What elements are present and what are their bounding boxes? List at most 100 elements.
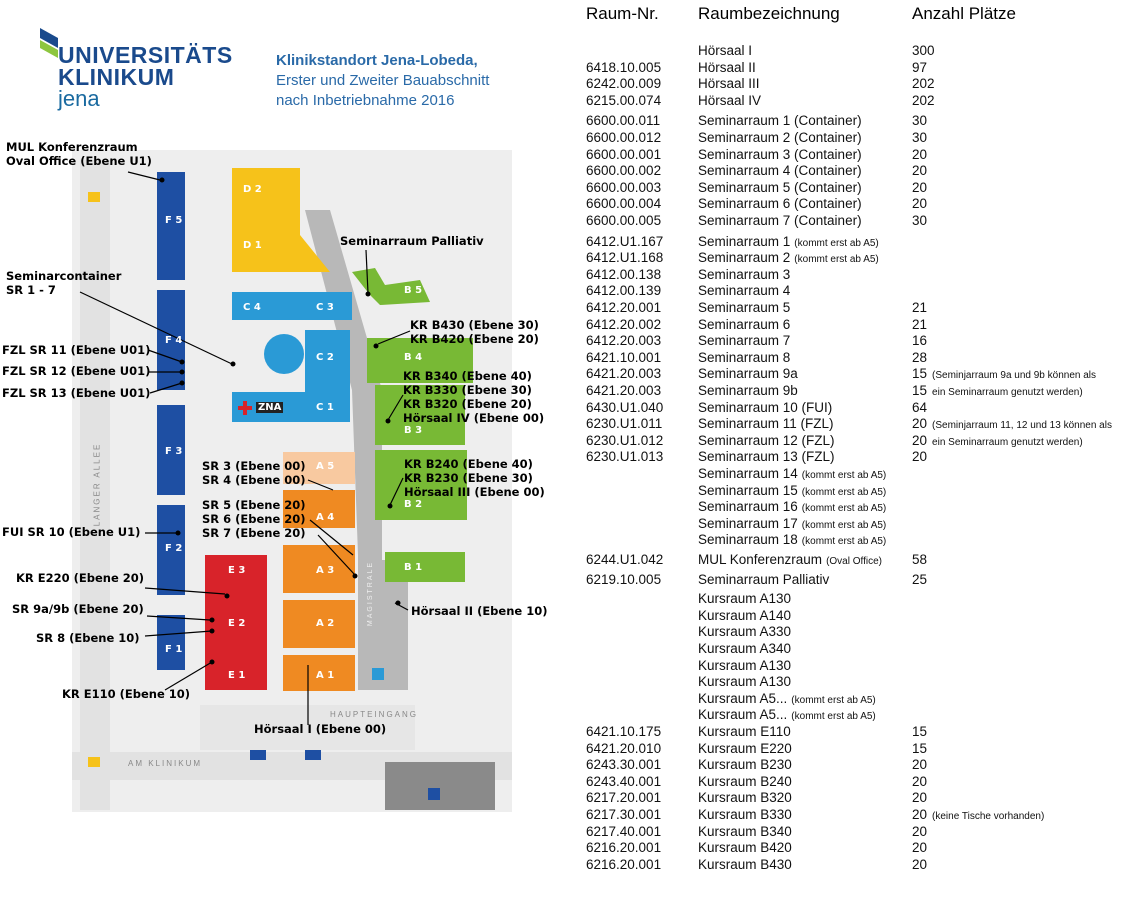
cell-name-text: Seminarraum 1 (698, 233, 791, 249)
cell-raumbezeichnung: Kursraum A130 (698, 674, 795, 692)
cell-raumbezeichnung: Kursraum B320 (698, 790, 796, 808)
cell-name-text: Seminarraum 3 (698, 266, 791, 282)
cell-name-text: Kursraum A130 (698, 591, 792, 607)
label-sr5: SR 5 (Ebene 20) SR 6 (Ebene 20) SR 7 (Eb… (202, 498, 306, 540)
subtitle-line3: nach Inbetriebnahme 2016 (276, 92, 455, 109)
badge-e3: E 3 (228, 565, 246, 576)
cell-anzahl-plaetze: 30 (912, 113, 932, 131)
cell-anzahl-plaetze (912, 283, 917, 301)
cell-anzahl-plaetze: 20 (912, 147, 932, 165)
logo-line3: jena (58, 86, 100, 111)
cell-anzahl-plaetze: 202 (912, 76, 940, 94)
cell-anzahl-plaetze (912, 532, 917, 550)
subtitle-line1: Klinikstandort Jena-Lobeda, (276, 52, 478, 69)
cross-icon (238, 401, 252, 415)
cell-raumbezeichnung: Seminarraum 15(kommt erst ab A5) (698, 483, 886, 501)
building-e (205, 555, 267, 690)
cell-seats-note: (keine Tische vorhanden) (932, 811, 1045, 822)
street-haupteingang: HAUPTEINGANG (330, 710, 419, 719)
cell-anzahl-plaetze (912, 250, 917, 268)
cell-name-note: (kommt erst ab A5) (791, 694, 876, 706)
table-row: Seminarraum 18(kommt erst ab A5) (586, 532, 1125, 548)
cell-seats-value: 20 (912, 196, 928, 212)
cell-seats-value: 202 (912, 76, 935, 92)
label-kr-b430: KR B430 (Ebene 30) KR B420 (Ebene 20) (410, 318, 539, 346)
cell-seats-value: 64 (912, 399, 928, 415)
cell-raum-nr: 6412.U1.168 (586, 250, 664, 266)
cell-raumbezeichnung: Seminarraum 3 (Container) (698, 147, 866, 165)
cell-name-text: Seminarraum 13 (FZL) (698, 449, 835, 465)
label-seminarcontainer: Seminarcontainer SR 1 - 7 (6, 269, 122, 297)
cell-raumbezeichnung: Seminarraum 3 (698, 267, 794, 285)
cell-name-text: Kursraum A330 (698, 624, 792, 640)
badge-a5: A 5 (316, 461, 335, 472)
label-palliativ: Seminarraum Palliativ (340, 234, 484, 248)
cell-raum-nr: 6421.10.175 (586, 724, 662, 739)
cell-raumbezeichnung: Hörsaal II (698, 60, 760, 78)
cell-name-text: Kursraum B340 (698, 823, 792, 839)
campus-map: F 5 F 4 F 3 F 2 F 1 D 2 D 1 C 4 C 3 C 2 … (2, 28, 547, 812)
cell-raum-nr: 6418.10.005 (586, 59, 662, 75)
cell-name-text: Seminarraum 6 (698, 316, 791, 332)
cell-anzahl-plaetze: 20 (912, 449, 932, 467)
badge-d2: D 2 (243, 184, 262, 195)
cell-name-text: Seminarraum 15 (698, 482, 798, 498)
cell-raumbezeichnung: Kursraum E110 (698, 724, 795, 742)
label-fzl-sr12: FZL SR 12 (Ebene U01) (2, 364, 151, 378)
cell-name-text: Kursraum B330 (698, 807, 792, 822)
cell-raum-nr: 6421.20.003 (586, 366, 662, 382)
cell-anzahl-plaetze (912, 499, 917, 517)
building-f (157, 172, 185, 670)
cell-anzahl-plaetze: 58 (912, 552, 932, 570)
cell-raum-nr: 6600.00.002 (586, 163, 662, 179)
cell-raum-nr: 6230.U1.011 (586, 416, 663, 432)
cell-name-text: Seminarraum 9a (698, 366, 798, 382)
badge-d1: D 1 (243, 240, 262, 251)
cell-raumbezeichnung: MUL Konferenzraum(Oval Office) (698, 552, 882, 570)
cell-raum-nr: 6412.00.138 (586, 266, 662, 282)
cell-name-note: (kommt erst ab A5) (794, 254, 879, 266)
cell-raumbezeichnung: Seminarraum 11 (FZL) (698, 416, 838, 434)
cell-raumbezeichnung: Seminarraum 1 (Container) (698, 113, 866, 131)
cell-raum-nr: 6600.00.001 (586, 146, 662, 162)
badge-zna: ZNA (256, 402, 284, 413)
cell-name-text: Seminarraum 18 (698, 532, 798, 548)
cell-raum-nr: 6600.00.005 (586, 213, 662, 228)
label-sr9: SR 9a/9b (Ebene 20) (12, 602, 144, 616)
table-row: Seminarraum 17(kommt erst ab A5) (586, 516, 1125, 532)
cell-anzahl-plaetze: 20 (912, 790, 932, 808)
cell-name-text: Seminarraum 3 (Container) (698, 146, 862, 162)
cell-raum-nr: 6600.00.012 (586, 130, 662, 145)
cell-name-text: Hörsaal III (698, 76, 760, 92)
cell-seats-value: 28 (912, 349, 928, 365)
cell-raumbezeichnung: Kursraum B240 (698, 774, 796, 792)
badge-c1: C 1 (316, 402, 334, 413)
cell-raumbezeichnung: Kursraum A130 (698, 591, 795, 609)
cell-seats-value: 20 (912, 823, 928, 839)
label-kr-e110: KR E110 (Ebene 10) (62, 687, 191, 701)
cell-anzahl-plaetze: 21 (912, 317, 932, 335)
badge-a1: A 1 (316, 670, 335, 681)
cell-raumbezeichnung: Hörsaal IV (698, 93, 765, 111)
cell-anzahl-plaetze: 20(keine Tische vorhanden) (912, 807, 1044, 825)
cell-raum-nr: 6600.00.011 (586, 113, 661, 129)
cell-seats-value: 15 (912, 740, 928, 756)
cell-seats-value: 20 (912, 449, 928, 465)
cell-name-text: Seminarraum 8 (698, 349, 791, 365)
badge-e1: E 1 (228, 670, 246, 681)
cell-anzahl-plaetze (912, 641, 917, 659)
cell-seats-value: 30 (912, 213, 928, 228)
cell-anzahl-plaetze: 20 (912, 840, 932, 858)
cell-anzahl-plaetze: 30 (912, 213, 932, 231)
cell-name-text: Seminarraum 4 (698, 283, 791, 299)
